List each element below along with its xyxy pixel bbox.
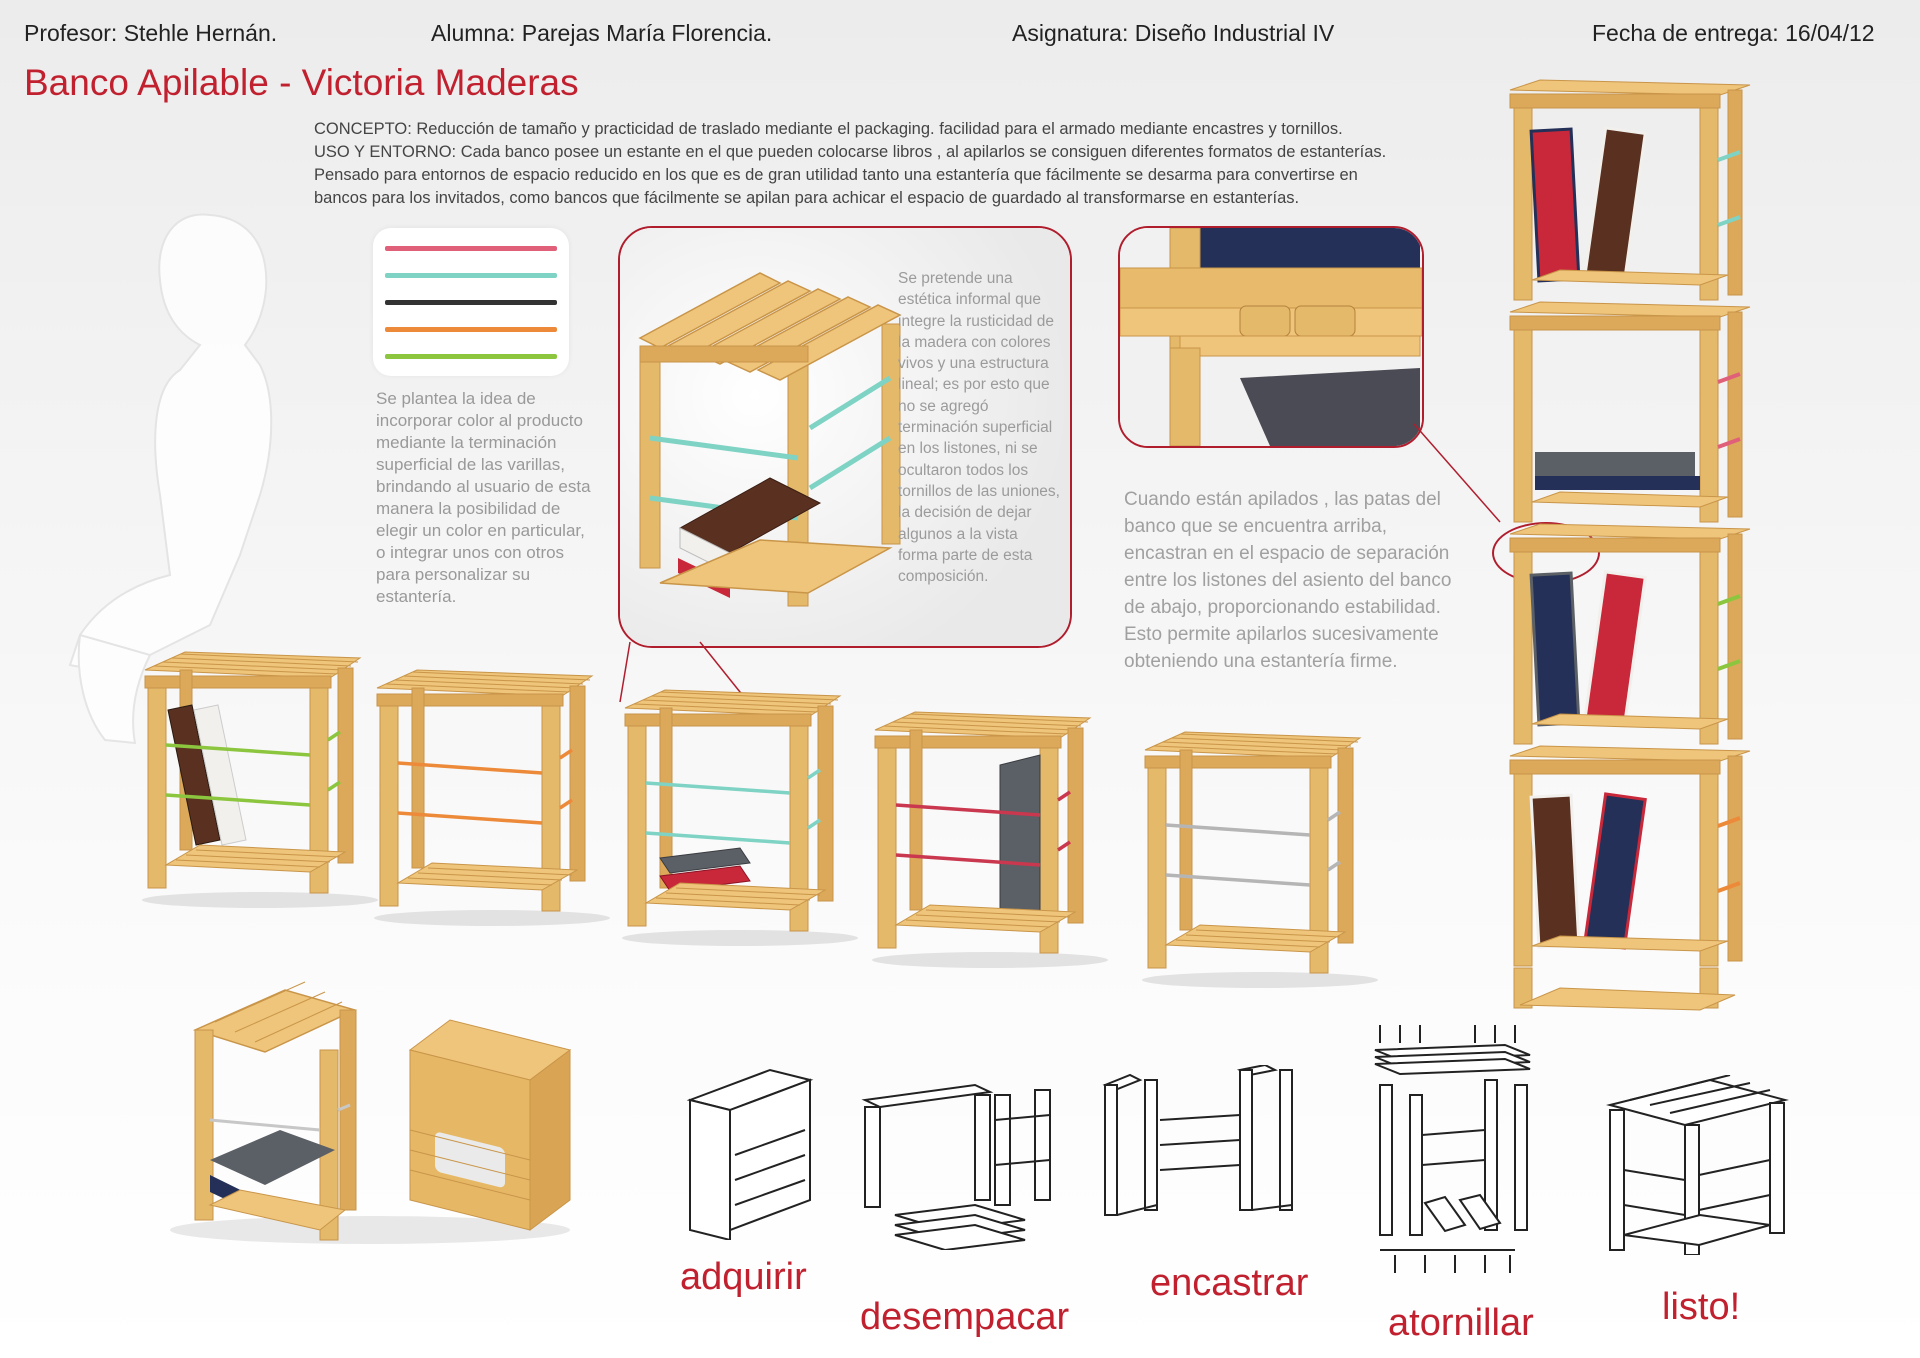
- aesthetic-detail-bubble: Se pretende una estética informal que in…: [618, 226, 1072, 648]
- stool-render: [872, 711, 1108, 968]
- step-listo-label: listo!: [1662, 1286, 1741, 1328]
- joint-leader-line: [1413, 423, 1501, 523]
- stool-render: [622, 689, 858, 946]
- step-encastrar-drawing: [1102, 1065, 1293, 1216]
- aesthetic-note-text: Se pretende una estética informal que in…: [898, 270, 1060, 586]
- stool-render: [1142, 731, 1378, 988]
- step-adquirir-label: adquirir: [680, 1256, 807, 1298]
- stool-closeup-render: [620, 228, 1070, 646]
- stool-render: [142, 651, 378, 908]
- step-atornillar-drawing: [1374, 1025, 1531, 1273]
- joint-detail-bubble: [1118, 226, 1424, 448]
- bubble-leader-line: [619, 641, 749, 703]
- concept-text: CONCEPTO: Reducción de tamaño y practici…: [314, 118, 1464, 210]
- step-desempacar-drawing: [861, 1083, 1051, 1250]
- stool-render: [374, 669, 610, 926]
- woman-silhouette-illustration: [68, 213, 273, 745]
- step-adquirir-drawing: [686, 1068, 814, 1240]
- color-note-text: Se plantea la idea de incorporar color a…: [376, 389, 591, 606]
- color-swatch-card: [373, 228, 569, 376]
- joint-closeup-render: [1120, 228, 1422, 446]
- color-swatch-line: [385, 273, 557, 278]
- step-encastrar-label: encastrar: [1150, 1262, 1309, 1304]
- concept-line: CONCEPTO: Reducción de tamaño y practici…: [314, 120, 1343, 138]
- concept-line: bancos para los invitados, como bancos q…: [314, 189, 1300, 207]
- step-listo-drawing: [1606, 1075, 1789, 1255]
- color-swatch-line: [385, 327, 557, 332]
- fecha-label: Fecha de entrega: 16/04/12: [1592, 20, 1875, 46]
- stacked-shelf-tower-render: [1509, 79, 1751, 1011]
- color-swatch-line: [385, 354, 557, 359]
- page-title: Banco Apilable - Victoria Maderas: [24, 62, 579, 103]
- profesor-label: Profesor: Stehle Hernán.: [24, 20, 278, 46]
- color-swatch-line: [385, 300, 557, 305]
- concept-line: Pensado para entornos de espacio reducid…: [314, 166, 1358, 184]
- asignatura-label: Asignatura: Diseño Industrial IV: [1012, 20, 1335, 46]
- alumna-label: Alumna: Parejas María Florencia.: [431, 20, 773, 46]
- color-swatch-line: [385, 246, 557, 251]
- concept-line: USO Y ENTORNO: Cada banco posee un estan…: [314, 143, 1387, 161]
- stacking-note-text: Cuando están apilados , las patas del ba…: [1124, 489, 1452, 672]
- step-desempacar-label: desempacar: [860, 1296, 1070, 1338]
- step-atornillar-label: atornillar: [1388, 1302, 1534, 1344]
- stool-and-packaging-render: [170, 981, 572, 1244]
